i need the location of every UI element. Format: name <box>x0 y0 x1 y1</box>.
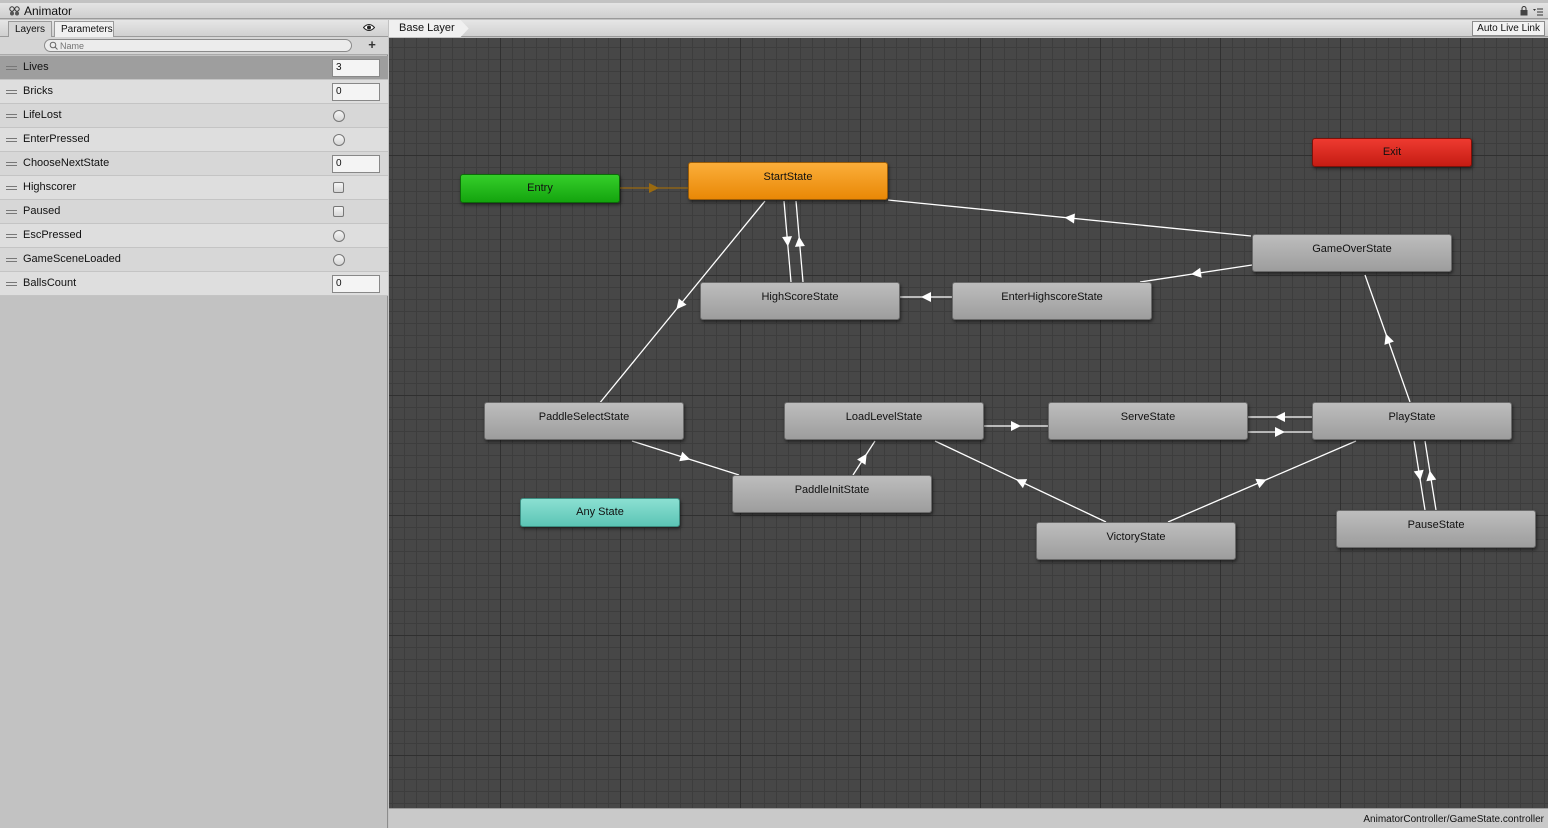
edge-gameover-start[interactable] <box>887 199 1252 237</box>
parameter-row[interactable]: GameSceneLoaded <box>0 248 388 272</box>
drag-handle-icon[interactable] <box>6 186 17 190</box>
search-icon <box>49 41 58 50</box>
parameter-row[interactable]: EnterPressed <box>0 128 388 152</box>
window-menu-icon[interactable] <box>1533 8 1543 16</box>
lock-icon[interactable] <box>1520 6 1528 16</box>
tab-layers[interactable]: Layers <box>8 21 52 37</box>
state-node-exit[interactable]: Exit <box>1312 138 1472 167</box>
search-input[interactable] <box>60 40 340 51</box>
parameter-name: EnterPressed <box>23 133 90 145</box>
parameter-name: GameSceneLoaded <box>23 253 121 265</box>
controller-path: AnimatorController/GameState.controller <box>1363 814 1544 825</box>
trigger-radio[interactable] <box>333 230 345 242</box>
tab-parameters[interactable]: Parameters <box>54 21 114 37</box>
parameter-name: Paused <box>23 205 61 217</box>
edge-play-victory[interactable] <box>1167 440 1357 523</box>
panel-toolbar: Layers Parameters <box>0 20 388 37</box>
state-node-paddle-select[interactable]: PaddleSelectState <box>484 402 684 440</box>
parameter-name: Bricks <box>23 85 53 97</box>
edge-paddleinit-loadlevel[interactable] <box>852 440 876 476</box>
state-node-play[interactable]: PlayState <box>1312 402 1512 440</box>
eye-icon[interactable] <box>363 23 375 32</box>
drag-handle-icon[interactable] <box>6 162 17 166</box>
edge-entry-start[interactable] <box>620 183 688 193</box>
state-node-high-score[interactable]: HighScoreState <box>700 282 900 320</box>
state-node-victory[interactable]: VictoryState <box>1036 522 1236 560</box>
state-node-load-level[interactable]: LoadLevelState <box>784 402 984 440</box>
drag-handle-icon[interactable] <box>6 138 17 142</box>
drag-handle-icon[interactable] <box>6 90 17 94</box>
graph-toolbar: Base Layer Auto Live Link <box>389 20 1548 37</box>
edge-highscore-start[interactable] <box>794 200 805 283</box>
search-field[interactable] <box>44 39 352 52</box>
window-title: Animator <box>24 4 73 18</box>
edge-victory-loadlevel[interactable] <box>934 440 1107 523</box>
parameter-value-field[interactable]: 0 <box>332 275 380 293</box>
parameter-row[interactable]: Lives 3 <box>0 56 388 80</box>
drag-handle-icon[interactable] <box>6 282 17 286</box>
edge-start-paddleselect[interactable] <box>593 200 766 411</box>
parameter-name: Lives <box>23 61 49 73</box>
search-row: + <box>0 37 388 55</box>
parameter-name: Highscorer <box>23 181 77 193</box>
edge-loadlevel-serve[interactable] <box>984 421 1048 431</box>
edge-serve-play[interactable] <box>1248 427 1312 437</box>
state-node-enter-highscore[interactable]: EnterHighscoreState <box>952 282 1152 320</box>
auto-live-link-button[interactable]: Auto Live Link <box>1472 21 1545 36</box>
trigger-radio[interactable] <box>333 254 345 266</box>
parameter-row[interactable]: Paused <box>0 200 388 224</box>
parameter-row[interactable]: BallsCount 0 <box>0 272 388 296</box>
drag-handle-icon[interactable] <box>6 210 17 214</box>
transition-edges <box>593 183 1437 523</box>
parameter-value-field[interactable]: 0 <box>332 155 380 173</box>
title-bar: Animator <box>0 3 1548 19</box>
parameter-name: EscPressed <box>23 229 82 241</box>
parameter-row[interactable]: Highscorer <box>0 176 388 200</box>
state-machine-graph[interactable]: Entry StartState Exit GameOverState High… <box>389 38 1548 808</box>
edge-enterhs-highscore[interactable] <box>900 292 952 302</box>
state-node-entry[interactable]: Entry <box>460 174 620 203</box>
edge-paddleselect-paddleinit[interactable] <box>631 440 740 476</box>
edge-pause-play[interactable] <box>1424 440 1437 511</box>
state-node-pause[interactable]: PauseState <box>1336 510 1536 548</box>
trigger-radio[interactable] <box>333 134 345 146</box>
edge-play-gameover[interactable] <box>1364 274 1411 403</box>
status-bar: AnimatorController/GameState.controller <box>389 808 1548 828</box>
drag-handle-icon[interactable] <box>6 66 17 70</box>
trigger-radio[interactable] <box>333 110 345 122</box>
parameter-row[interactable]: Bricks 0 <box>0 80 388 104</box>
edge-gameover-enterhs[interactable] <box>1139 264 1253 283</box>
parameter-name: LifeLost <box>23 109 62 121</box>
animator-icon <box>9 6 20 16</box>
state-node-start[interactable]: StartState <box>688 162 888 200</box>
parameter-row[interactable]: ChooseNextState 0 <box>0 152 388 176</box>
parameter-row[interactable]: EscPressed <box>0 224 388 248</box>
edge-play-serve[interactable] <box>1248 412 1312 422</box>
bool-checkbox[interactable] <box>333 182 344 193</box>
drag-handle-icon[interactable] <box>6 234 17 238</box>
parameter-name: BallsCount <box>23 277 77 289</box>
breadcrumb-base-layer[interactable]: Base Layer <box>389 20 469 37</box>
parameter-value-field[interactable]: 3 <box>332 59 380 77</box>
state-node-any-state[interactable]: Any State <box>520 498 680 527</box>
edge-start-highscore[interactable] <box>782 200 793 283</box>
state-node-paddle-init[interactable]: PaddleInitState <box>732 475 932 513</box>
edge-play-pause[interactable] <box>1413 440 1426 511</box>
parameter-row[interactable]: LifeLost <box>0 104 388 128</box>
drag-handle-icon[interactable] <box>6 114 17 118</box>
drag-handle-icon[interactable] <box>6 258 17 262</box>
parameter-name: ChooseNextState <box>23 157 110 169</box>
add-parameter-button[interactable]: + <box>368 37 376 52</box>
parameter-value-field[interactable]: 0 <box>332 83 380 101</box>
state-node-game-over[interactable]: GameOverState <box>1252 234 1452 272</box>
bool-checkbox[interactable] <box>333 206 344 217</box>
state-node-serve[interactable]: ServeState <box>1048 402 1248 440</box>
parameters-panel: Layers Parameters + Lives3Bricks0LifeLos… <box>0 20 388 828</box>
